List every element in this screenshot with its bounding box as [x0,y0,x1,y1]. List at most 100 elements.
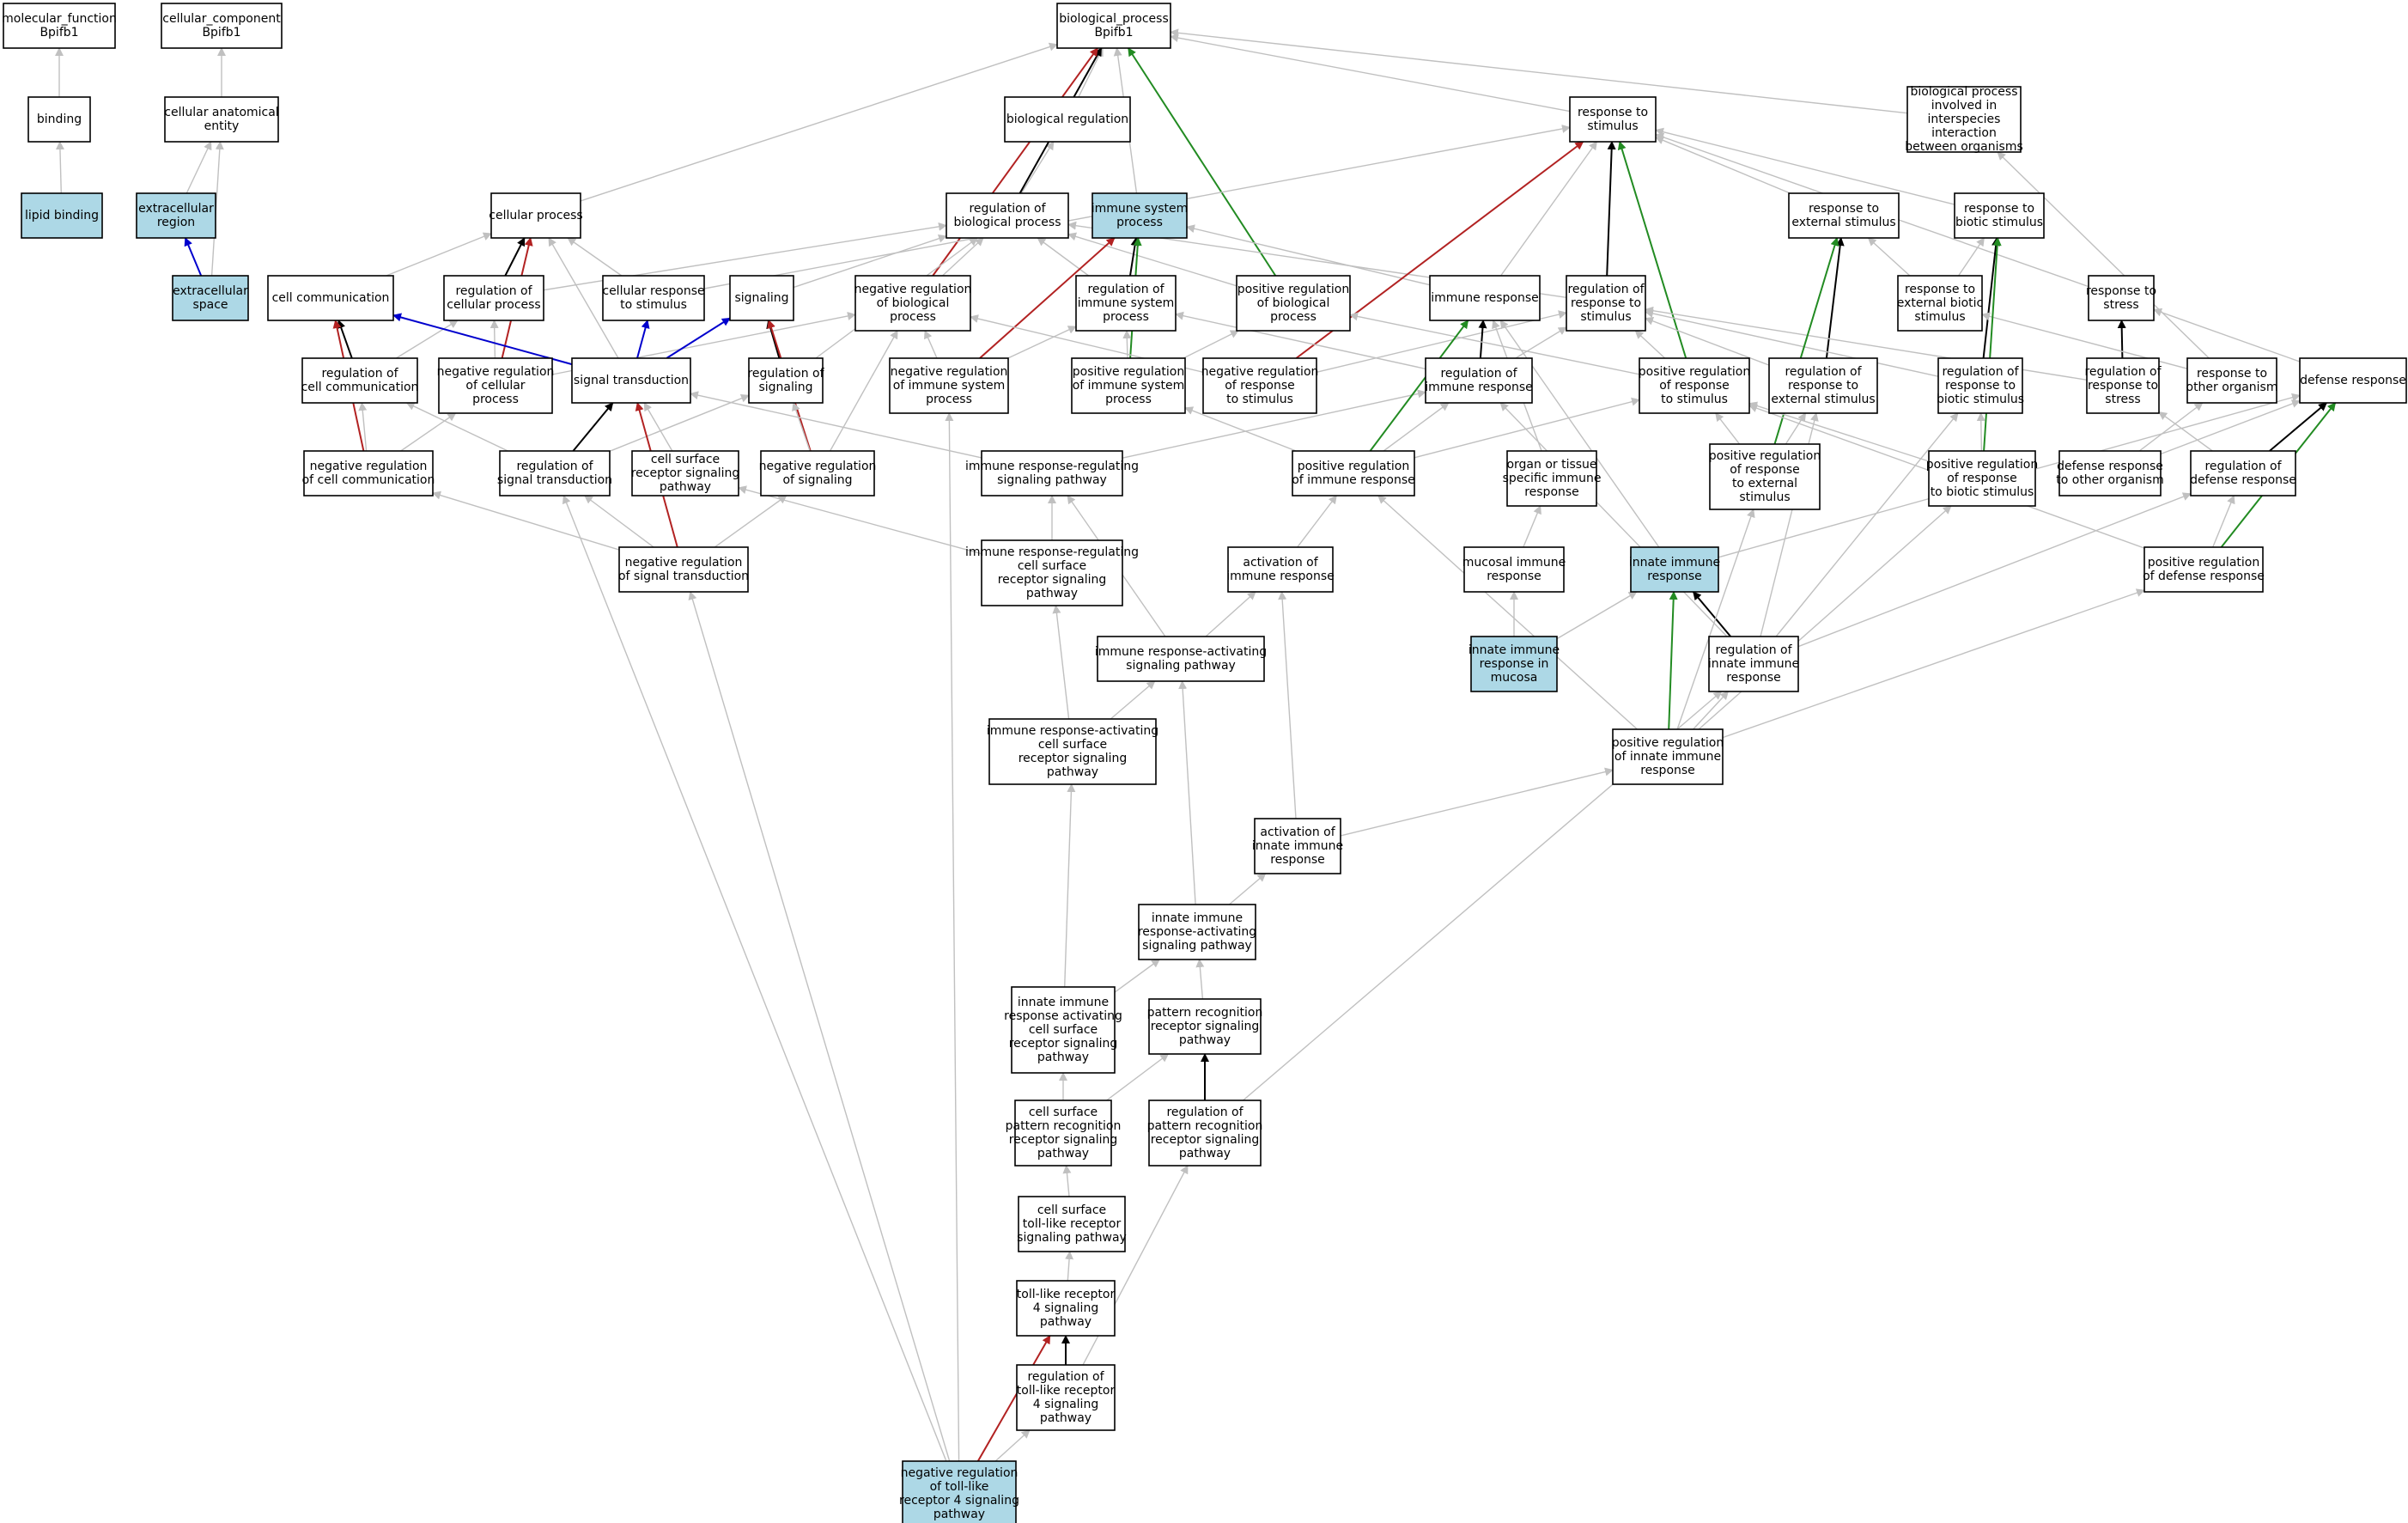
edge-sigtrans-cellcomm [392,313,573,366]
term-node-immresp[interactable]: immune response [1429,275,1541,321]
edge-posregir-regir [1383,402,1450,452]
term-box [729,275,794,321]
term-node-defresp[interactable]: defense response [2299,357,2407,404]
term-node-biolreg[interactable]: biological regulation [1004,96,1131,143]
edge-sigtrans-cellproc [548,237,619,359]
term-label-line: of response [1947,472,2017,485]
term-node-cellproc[interactable]: cellular process [489,192,583,239]
edge-irrcsrsp-csrsp [738,485,982,555]
term-label-line: response to [2086,284,2156,298]
term-label-line: positive regulation [1709,449,1821,463]
term-label-line: pathway [1179,1033,1231,1047]
term-label-line: positive regulation [2148,556,2259,570]
term-label-line: signaling pathway [1126,659,1236,673]
term-box [571,357,691,404]
term-node-iirasp[interactable]: innate immuneresponse-activatingsignalin… [1138,904,1256,960]
term-node-lipid[interactable]: lipid binding [21,192,103,239]
term-label-line: receptor signaling [1009,1037,1118,1051]
term-node-binding[interactable]: binding [27,96,91,143]
term-box [988,718,1157,785]
term-label-line: external stimulus [1771,393,1875,406]
term-label-line: to other organism [2056,473,2164,487]
edge-actir-posregir [1297,495,1337,548]
term-box [136,192,216,239]
term-label-line: pathway [1037,1051,1089,1064]
term-label-line: to stimulus [1661,393,1728,406]
term-label-line: regulation of [1942,365,2019,379]
term-node-cellcomm[interactable]: cell communication [267,275,394,321]
term-label-line: negative regulation [854,283,972,296]
term-label-line: of immune system [1073,379,1185,393]
term-label-line: pathway [660,480,711,494]
edge-cstlrsp-csprrsp [1062,1165,1072,1197]
edge-negregst-negregsig [714,495,787,548]
edge-regiir-regir [1499,402,1728,637]
term-node-sigtrans[interactable]: signal transduction [571,357,691,404]
term-node-signaling[interactable]: signaling [729,275,794,321]
